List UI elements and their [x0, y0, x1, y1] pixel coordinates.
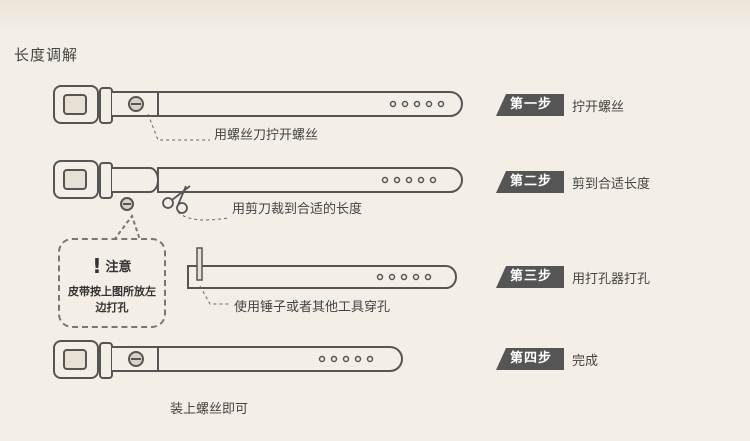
belt-step2	[53, 160, 463, 211]
step-3-badge: 第三步	[496, 266, 565, 288]
loose-screw-icon	[120, 197, 134, 211]
exclamation-icon: !	[92, 254, 102, 278]
caption-step3: 使用锤子或者其他工具穿孔	[234, 300, 391, 315]
step-1-text: 拧开螺丝	[572, 99, 625, 115]
screw-icon	[128, 351, 144, 367]
step-3: 第三步 用打孔器打孔	[496, 266, 650, 288]
step-2-badge: 第二步	[496, 171, 565, 193]
step-2: 第二步 剪到合适长度	[496, 171, 650, 193]
note-heading: 注意	[105, 260, 132, 275]
screw-icon	[128, 96, 144, 112]
caption-step4: 装上螺丝即可	[170, 402, 249, 417]
note-body: 皮带按上图所放左边打孔	[68, 285, 156, 314]
step-2-text: 剪到合适长度	[572, 176, 651, 192]
belt-step4	[53, 340, 403, 379]
header-texture	[0, 0, 750, 30]
note-bubble: !注意 皮带按上图所放左边打孔	[58, 238, 166, 328]
step-4: 第四步 完成	[496, 348, 598, 370]
caption-step2: 用剪刀裁到合适的长度	[232, 202, 363, 217]
punch-tool-icon	[196, 247, 203, 281]
page-title: 长度调解	[14, 46, 79, 64]
step-1: 第一步 拧开螺丝	[496, 94, 624, 116]
step-3-text: 用打孔器打孔	[572, 271, 651, 287]
step-4-text: 完成	[572, 353, 599, 369]
step-1-badge: 第一步	[496, 94, 565, 116]
caption-step1: 用螺丝刀拧开螺丝	[214, 128, 319, 143]
belt-step1	[53, 85, 463, 124]
belt-step3	[187, 247, 457, 289]
scissors-icon	[162, 185, 191, 214]
step-4-badge: 第四步	[496, 348, 565, 370]
note-heading-row: !注意	[60, 254, 164, 278]
